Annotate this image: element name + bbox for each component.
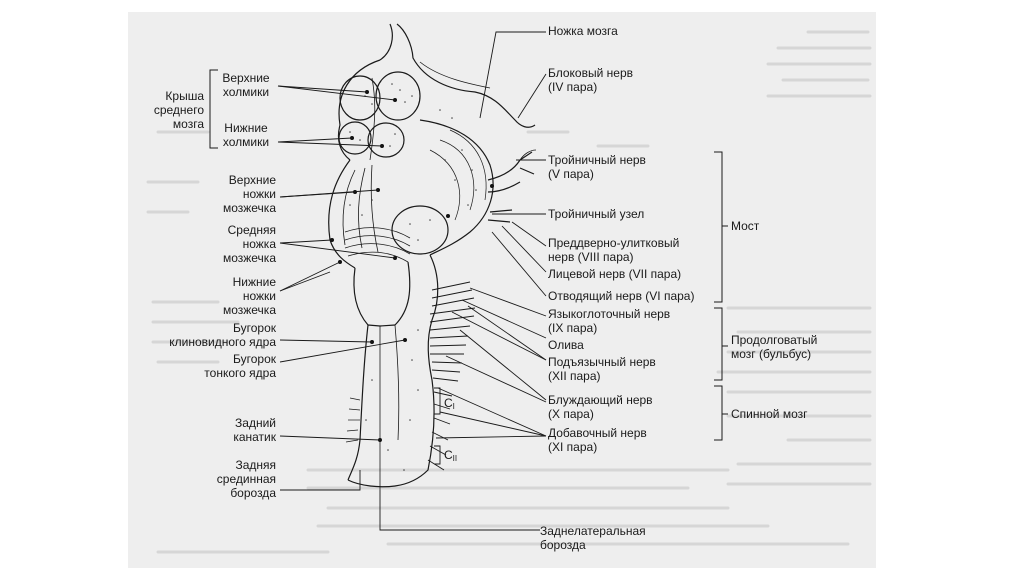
prodolg-bracket — [714, 307, 723, 381]
label-srednyaya-nozhka: Средняя — [227, 223, 276, 237]
brainstem-drawing — [328, 23, 537, 490]
label-podyazychnyi-nerv: Подъязычный нерв — [548, 355, 656, 369]
label-nizhnie-nozhki: Нижние — [232, 275, 276, 289]
superior-colliculus-left — [339, 75, 381, 121]
label-most: Мост — [731, 219, 760, 233]
label-nozhka-mozga: Ножка мозга — [548, 24, 618, 38]
label-bugorok-tonkogo-2: тонкого ядра — [204, 366, 276, 380]
label-c1-sub: I — [452, 402, 455, 411]
label-nizhnie-holmiki-2: холмики — [222, 135, 270, 149]
label-troinichnyi-nerv: Тройничный нерв — [548, 153, 646, 167]
label-bluzhdayushchii-nerv: Блуждающий нерв — [548, 393, 653, 407]
most-bracket — [714, 151, 723, 303]
scanned-page-background — [128, 12, 876, 568]
label-blokovyi-nerv: Блоковый нерв — [548, 66, 633, 80]
label-bluzhdayushchii-para: (X пара) — [548, 407, 594, 421]
label-nizhnie-nozhki-3: мозжечка — [222, 303, 276, 317]
leader-lines — [277, 31, 547, 531]
middle-cerebellar-peduncle — [391, 205, 449, 255]
inferior-colliculus-right — [367, 122, 405, 158]
label-bugorok-tonkogo: Бугорок — [233, 352, 276, 366]
label-c2-letter: C — [444, 448, 453, 462]
krysha-bracket — [209, 69, 218, 149]
label-zadnyaya-sredinnaya: Задняя — [235, 458, 276, 472]
label-verhnie-nozhki: Верхние — [228, 173, 276, 187]
label-yazykoglotochnyi-nerv: Языкоглоточный нерв — [548, 307, 671, 321]
label-c2: CII — [444, 448, 457, 466]
label-licevoi-nerv: Лицевой нерв (VII пара) — [548, 267, 682, 281]
label-dobavochnyi-para: (XI пара) — [548, 440, 598, 454]
label-podyazychnyi-para: (XII пара) — [548, 369, 601, 383]
label-srednyaya-nozhka-3: мозжечка — [222, 251, 276, 265]
label-verhnie-nozhki-2: ножки — [242, 187, 276, 201]
label-zadnelateralnaya: Заднелатеральная — [540, 524, 646, 538]
label-srednyaya-nozhka-2: ножка — [242, 237, 276, 251]
label-yazykoglotochnyi-para: (IX пара) — [548, 321, 598, 335]
label-c1: CI — [444, 396, 455, 414]
label-bugorok-klinovidnogo: Бугорок — [233, 321, 276, 335]
label-verhnie-holmiki-2: холмики — [222, 85, 270, 99]
label-c2-sub: II — [452, 454, 458, 463]
label-verhnie-nozhki-3: мозжечка — [222, 201, 276, 215]
label-preddverno-para: нерв (VIII пара) — [548, 250, 634, 264]
label-troinichnyi-para: (V пара) — [548, 167, 594, 181]
inferior-colliculus-left — [338, 121, 372, 155]
label-c1-letter: C — [444, 396, 453, 410]
label-bugorok-klinovidnogo-2: клиновидного ядра — [169, 335, 276, 349]
label-krysha: Крыша — [165, 89, 204, 103]
label-prodolgovatyi-bulbus: мозг (бульбус) — [731, 347, 812, 361]
label-otvodyashchii-nerv: Отводящий нерв (VI пара) — [548, 289, 695, 303]
label-blokovyi-para: (IV пара) — [548, 80, 598, 94]
label-spinnoi-mozg: Спинной мозг — [731, 407, 808, 421]
label-zadnyaya-sredinnaya-2: срединная — [216, 472, 276, 486]
spinnoi-bracket — [714, 385, 723, 441]
label-prodolgovatyi: Продолговатый — [731, 333, 818, 347]
label-nizhnie-holmiki: Нижние — [224, 121, 268, 135]
label-oliva: Олива — [548, 338, 584, 352]
label-nizhnie-nozhki-2: ножки — [242, 289, 276, 303]
label-zadnyaya-sredinnaya-3: борозда — [230, 486, 276, 500]
label-krysha-mozga: мозга — [172, 117, 204, 131]
stipple-shading — [349, 83, 477, 471]
label-krysha-srednego: среднего — [153, 103, 204, 117]
label-preddverno-ulitkovyi: Преддверно-улитковый — [548, 236, 680, 250]
bleed-through-text — [146, 30, 872, 554]
label-zadnelateralnaya-borozda: борозда — [540, 538, 586, 552]
label-verhnie-holmiki: Верхние — [222, 71, 270, 85]
label-zadnii-kanatik-2: канатик — [233, 430, 276, 444]
superior-colliculus-right — [375, 71, 421, 121]
label-dobavochnyi-nerv: Добавочный нерв — [548, 426, 647, 440]
label-troinichnyi-uzel: Тройничный узел — [548, 207, 645, 221]
group-brackets — [209, 69, 728, 441]
label-zadnii-kanatik: Задний — [235, 416, 276, 430]
